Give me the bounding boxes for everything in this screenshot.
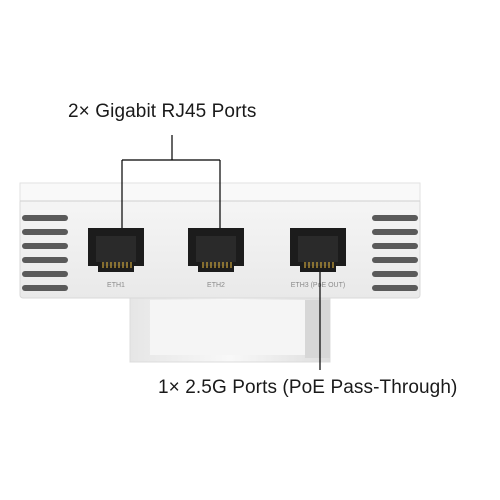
top-leader-bracket: [121, 135, 221, 228]
rj45-port-eth3: ETH3 (PoE OUT): [290, 228, 346, 289]
right-vent: [372, 215, 418, 291]
left-vent: [22, 215, 68, 291]
port-caption-eth3: ETH3 (PoE OUT): [291, 282, 345, 289]
mounting-stand: [129, 289, 331, 363]
callout-2-5g-port: 1× 2.5G Ports (PoE Pass-Through): [158, 377, 458, 398]
port-caption-eth2: ETH2: [207, 282, 225, 289]
rj45-port-eth2: ETH2: [188, 228, 244, 289]
port-caption-eth1: ETH1: [107, 282, 125, 289]
rj45-port-eth1: ETH1: [88, 228, 144, 289]
callout-gigabit-ports: 2× Gigabit RJ45 Ports: [68, 101, 257, 122]
